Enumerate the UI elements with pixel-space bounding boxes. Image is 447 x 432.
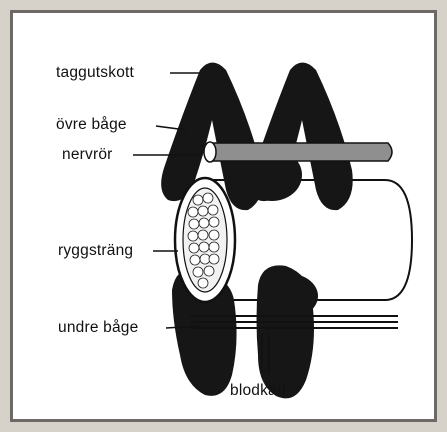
label-notochord: ryggsträng — [58, 242, 133, 260]
label-spine: taggutskott — [56, 64, 134, 82]
notochord-face — [175, 178, 235, 302]
label-nerve-tube: nervrör — [62, 146, 113, 164]
label-upper-arch: övre båge — [56, 116, 127, 134]
nerve-tube — [204, 142, 392, 162]
label-lower-arch: undre båge — [58, 319, 138, 337]
label-blood-vessels: blodkärl — [230, 382, 286, 400]
